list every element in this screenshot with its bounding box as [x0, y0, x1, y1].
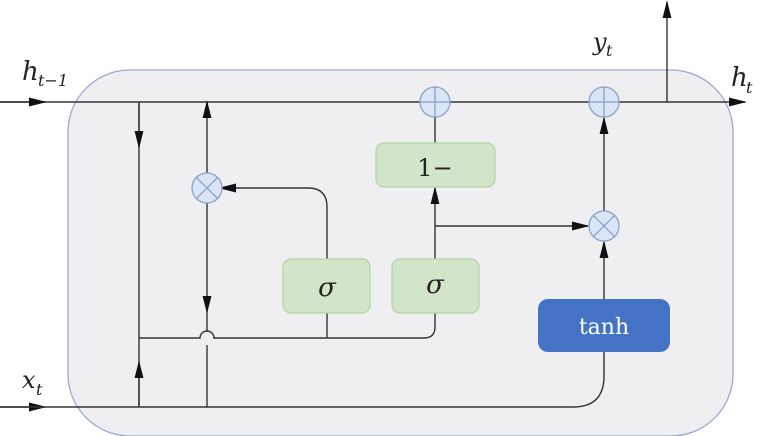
h-next-sub: t	[746, 78, 753, 97]
tanh-box: tanh	[538, 299, 670, 352]
x-in-sub: t	[36, 380, 43, 399]
x-in-main: x	[22, 366, 36, 394]
reset-gate: σ	[282, 258, 371, 314]
reset-gate-label: σ	[318, 273, 337, 303]
reset-multiply-node	[191, 172, 223, 204]
x-input-line	[0, 352, 605, 408]
update-gate-label: σ	[426, 270, 445, 300]
h-prev-sub: t−1	[38, 71, 68, 90]
h-prev-main: h	[22, 57, 39, 87]
gate-feed-line	[139, 313, 436, 339]
tanh-label: tanh	[579, 315, 629, 340]
reset-gate-output	[218, 183, 328, 259]
label-h-next: h t	[731, 63, 753, 97]
add-node-1	[419, 86, 451, 118]
y-out-main: y	[592, 28, 607, 56]
update-gate: σ	[391, 258, 480, 314]
cell-body	[67, 69, 734, 436]
update-multiply-node	[588, 210, 620, 242]
one-minus-box: 1−	[375, 142, 496, 188]
add-node-2	[588, 86, 620, 118]
h-next-main: h	[731, 63, 748, 93]
label-h-prev: h t−1	[22, 57, 68, 90]
one-minus-label: 1−	[417, 154, 452, 182]
label-x-in: x t	[22, 366, 43, 399]
y-out-sub: t	[606, 41, 613, 60]
label-y-out: y t	[592, 28, 613, 60]
